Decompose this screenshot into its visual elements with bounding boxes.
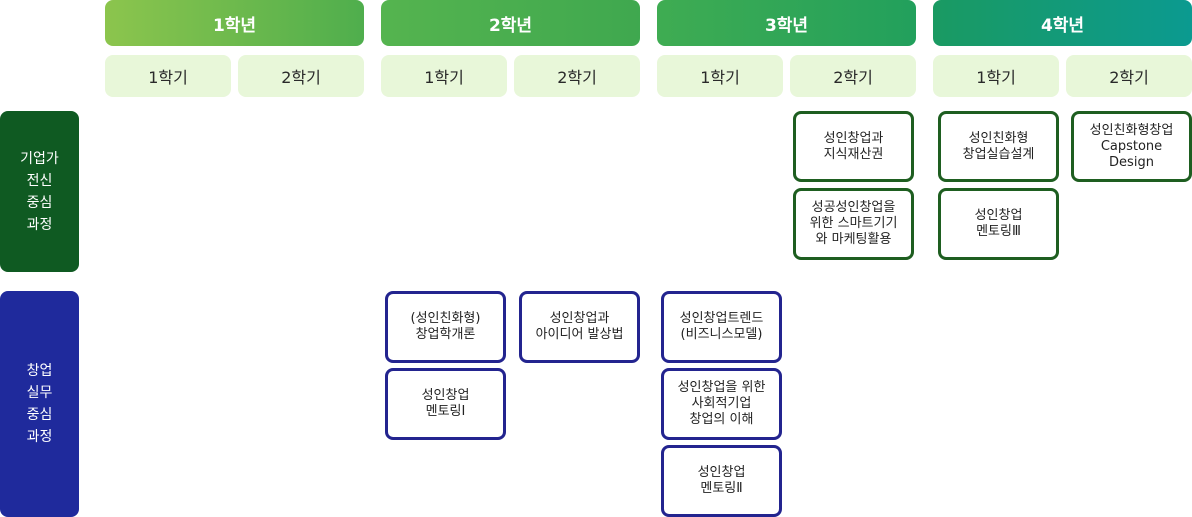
track-label-practice: 창업 실무 중심 과정 (0, 291, 79, 517)
course-mentoring-2: 성인창업 멘토링Ⅱ (661, 445, 782, 517)
course-mentoring-1: 성인창업 멘토링Ⅰ (385, 368, 506, 440)
course-ip: 성인창업과 지식재산권 (793, 111, 914, 182)
semester-header: 2학기 (514, 55, 640, 97)
year-header-1: 1학년 (105, 0, 364, 46)
course-capstone: 성인친화형창업 Capstone Design (1071, 111, 1192, 182)
course-mentoring-3: 성인창업 멘토링Ⅲ (938, 188, 1059, 260)
track-label-entrepreneur: 기업가 전신 중심 과정 (0, 111, 79, 272)
course-intro: (성인친화형) 창업학개론 (385, 291, 506, 363)
semester-header: 1학기 (381, 55, 507, 97)
course-idea: 성인창업과 아이디어 발상법 (519, 291, 640, 363)
course-trend: 성인창업트렌드 (비즈니스모델) (661, 291, 782, 363)
semester-header: 1학기 (657, 55, 783, 97)
semester-header: 1학기 (105, 55, 231, 97)
year-header-2: 2학년 (381, 0, 640, 46)
semester-header: 2학기 (790, 55, 916, 97)
semester-header: 2학기 (238, 55, 364, 97)
course-smart-marketing: 성공성인창업을 위한 스마트기기 와 마케팅활용 (793, 188, 914, 260)
year-header-3: 3학년 (657, 0, 916, 46)
year-header-4: 4학년 (933, 0, 1192, 46)
course-practical-design: 성인친화형 창업실습설계 (938, 111, 1059, 182)
course-social: 성인창업을 위한 사회적기업 창업의 이해 (661, 368, 782, 440)
semester-header: 1학기 (933, 55, 1059, 97)
semester-header: 2학기 (1066, 55, 1192, 97)
